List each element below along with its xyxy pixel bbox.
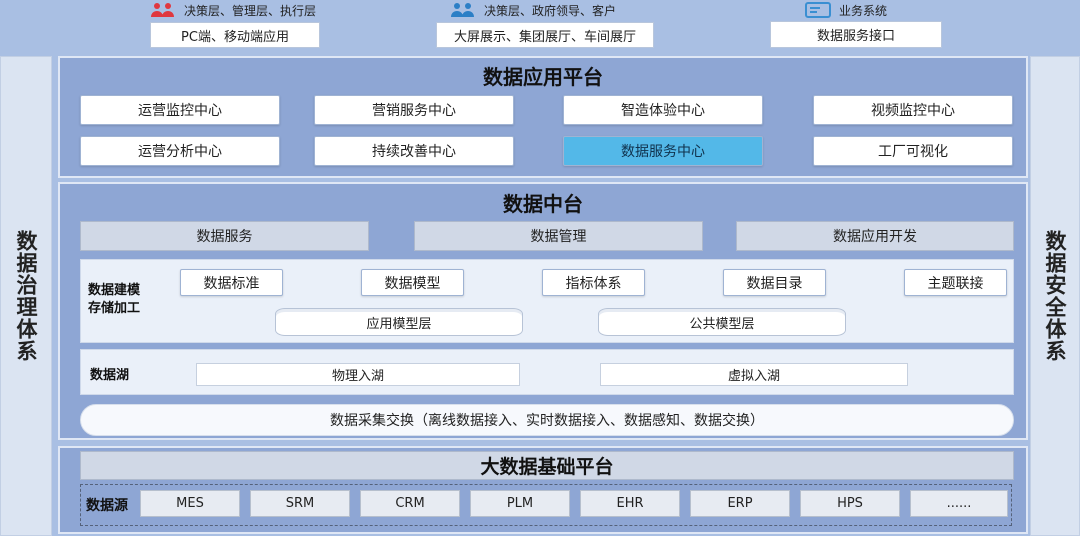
data-source-item[interactable]: ...... xyxy=(910,490,1008,517)
app-center-button[interactable]: 视频监控中心 xyxy=(813,95,1013,125)
data-lake-label: 数据湖 xyxy=(90,368,130,383)
modeling-item[interactable]: 数据目录 xyxy=(723,269,826,296)
governance-label: 数据治理体系 xyxy=(14,230,38,362)
middle-function-bar: 数据管理 xyxy=(414,221,703,251)
data-source-row xyxy=(80,484,1012,526)
app-center-button[interactable]: 智造体验中心 xyxy=(563,95,763,125)
data-collection-exchange: 数据采集交换（离线数据接入、实时数据接入、数据感知、数据交换） xyxy=(80,404,1014,436)
modeling-label: 数据建模 存储加工 xyxy=(88,283,141,316)
users-icon xyxy=(151,3,174,17)
audience-box-2: 大屏展示、集团展厅、车间展厅 xyxy=(436,22,654,48)
left-governance-column: 数据治理体系 xyxy=(0,56,52,536)
data-middle-title: 数据中台 xyxy=(503,191,583,216)
audience-box-3: 数据服务接口 xyxy=(770,21,942,48)
audience-caption-1: 决策层、管理层、执行层 xyxy=(150,0,316,20)
security-label: 数据安全体系 xyxy=(1043,230,1067,362)
physical-ingest-box: 物理入湖 xyxy=(196,363,520,386)
modeling-item[interactable]: 主题联接 xyxy=(904,269,1007,296)
common-model-layer: 公共模型层 xyxy=(598,308,846,336)
data-source-item[interactable]: ERP xyxy=(690,490,790,517)
data-source-item[interactable]: MES xyxy=(140,490,240,517)
data-source-item[interactable]: HPS xyxy=(800,490,900,517)
app-platform-title: 数据应用平台 xyxy=(483,64,603,89)
data-source-item[interactable]: EHR xyxy=(580,490,680,517)
data-source-item[interactable]: CRM xyxy=(360,490,460,517)
app-center-button[interactable]: 运营分析中心 xyxy=(80,136,280,166)
data-service-center-button[interactable]: 数据服务中心 xyxy=(563,136,763,166)
middle-function-bar: 数据服务 xyxy=(80,221,369,251)
audience-box-1: PC端、移动端应用 xyxy=(150,22,320,48)
audience-caption-2: 决策层、政府领导、客户 xyxy=(450,0,616,20)
app-center-button[interactable]: 工厂可视化 xyxy=(813,136,1013,166)
data-source-label: 数据源 xyxy=(86,498,128,514)
modeling-item[interactable]: 数据标准 xyxy=(180,269,283,296)
modeling-item[interactable]: 指标体系 xyxy=(542,269,645,296)
base-platform-title: 大数据基础平台 xyxy=(80,451,1014,480)
modeling-item[interactable]: 数据模型 xyxy=(361,269,464,296)
middle-function-bar: 数据应用开发 xyxy=(736,221,1014,251)
app-center-button[interactable]: 持续改善中心 xyxy=(314,136,514,166)
data-source-item[interactable]: PLM xyxy=(470,490,570,517)
app-center-button[interactable]: 运营监控中心 xyxy=(80,95,280,125)
data-source-item[interactable]: SRM xyxy=(250,490,350,517)
right-security-column: 数据安全体系 xyxy=(1030,56,1080,536)
virtual-ingest-box: 虚拟入湖 xyxy=(600,363,908,386)
server-icon xyxy=(805,2,831,18)
app-center-button[interactable]: 营销服务中心 xyxy=(314,95,514,125)
users-icon xyxy=(451,3,474,17)
audience-caption-3: 业务系统 xyxy=(805,0,887,20)
application-model-layer: 应用模型层 xyxy=(275,308,523,336)
